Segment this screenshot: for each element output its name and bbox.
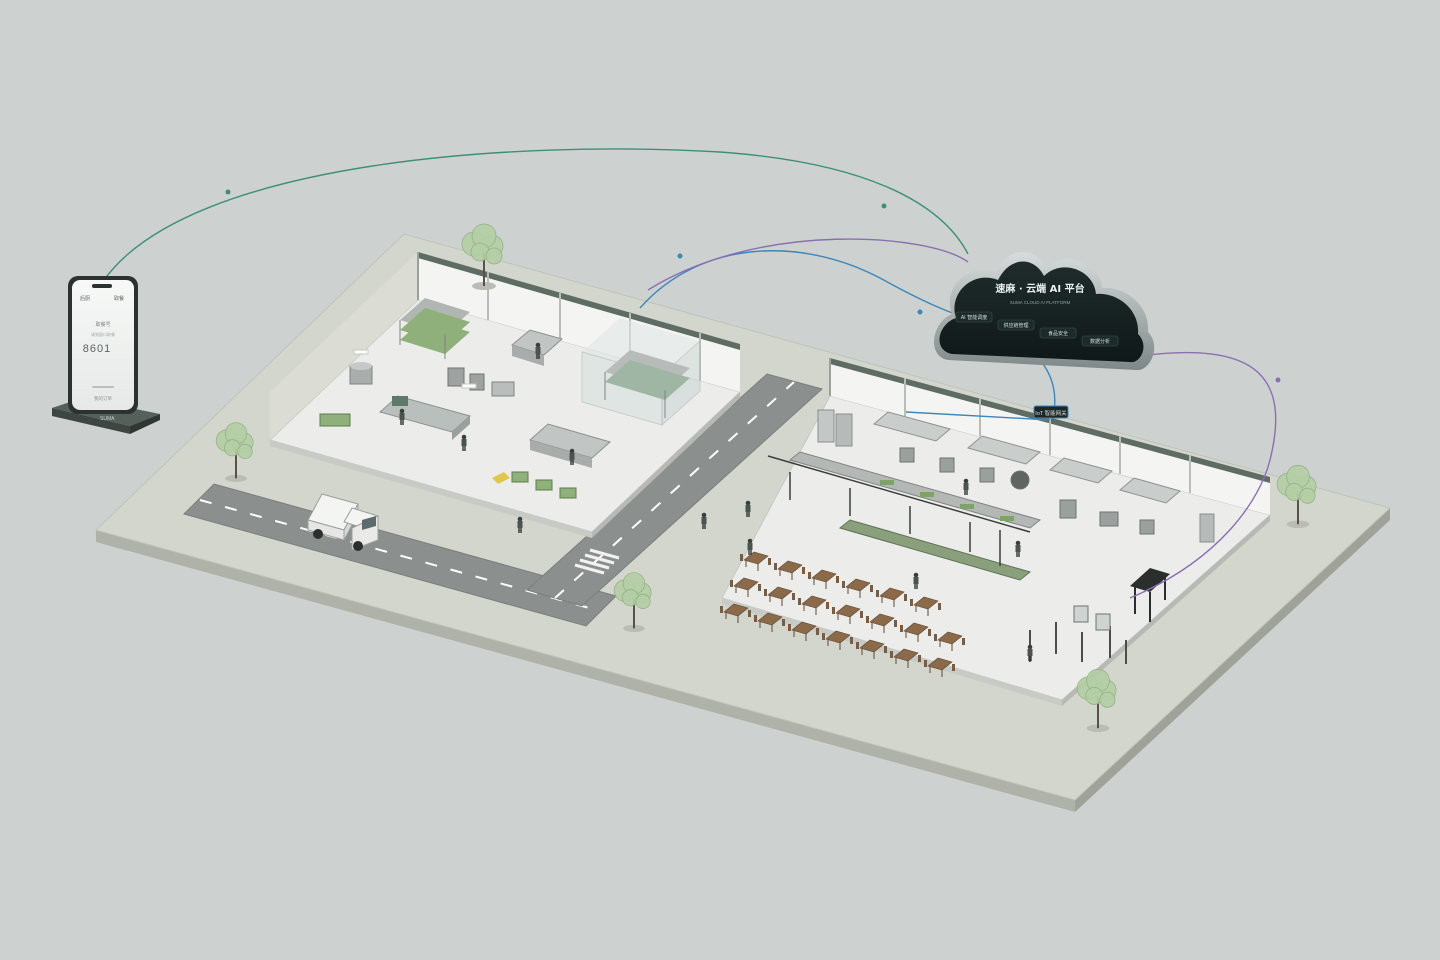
plant-shelf-icon	[399, 298, 470, 359]
cloud-title: 速麻 · 云端 AI 平台	[995, 282, 1084, 295]
tree-icon	[613, 572, 652, 633]
cloud-module-label: 供应链管理	[1003, 322, 1028, 329]
dining-table-icon	[720, 603, 751, 623]
link-phone-cloud	[103, 148, 969, 281]
dining-table-icon	[774, 560, 805, 580]
person-icon	[1027, 644, 1033, 661]
access-gate-icon[interactable]	[1130, 568, 1170, 622]
cloud-module-label: 食品安全	[1048, 330, 1068, 337]
person-icon	[745, 500, 751, 517]
central-kitchen-building[interactable]	[269, 252, 741, 538]
plant-shelf-icon	[604, 350, 690, 418]
dining-table-icon	[808, 569, 839, 589]
link-hub-stations	[905, 411, 1051, 421]
tree-icon	[1076, 668, 1117, 732]
kiosk[interactable]	[1073, 605, 1111, 631]
person-icon	[701, 512, 707, 529]
phone-sub-caption: 请到窗口取餐	[91, 331, 115, 337]
cooking-station	[899, 447, 1155, 535]
hub-label: IoT 智能网关	[1035, 409, 1067, 417]
delivery-truck-icon[interactable]	[307, 493, 379, 551]
person-icon	[569, 448, 575, 465]
dining-table-icon	[730, 577, 761, 597]
kitchen-hood	[872, 411, 1182, 504]
tree-icon	[461, 223, 504, 290]
phone-caption: 取餐号	[95, 321, 110, 328]
link-cloud-restaurant	[1129, 351, 1277, 599]
dining-table-icon	[924, 657, 955, 677]
person-icon	[1015, 540, 1021, 557]
cloud-module-label: 数据分析	[1090, 338, 1110, 345]
cloud-module-2[interactable]: 供应链管理	[997, 319, 1035, 331]
smartphone-icon[interactable]: SUMA 后厨 取餐 取餐号 请到窗口取餐 8601 我的订单	[52, 276, 160, 434]
cloud-subtitle: SUMA CLOUD AI PLATFORM	[1010, 300, 1071, 305]
phone-footer: 我的订单	[94, 395, 112, 402]
person-icon	[517, 516, 523, 533]
mixer-machine	[349, 362, 373, 385]
phone-order-number: 8601	[83, 343, 111, 355]
tree-icon	[215, 422, 254, 482]
person-icon	[461, 434, 467, 451]
packing-machine	[447, 367, 515, 397]
person-icon	[747, 538, 753, 555]
dining-table-icon	[900, 622, 931, 642]
dining-table-icon	[934, 631, 965, 651]
link-cloud-hub	[1039, 359, 1056, 411]
refrigerator	[817, 409, 1215, 543]
processing-line	[378, 395, 472, 440]
dining-table-icon	[856, 639, 887, 659]
dining-table-icon	[876, 587, 907, 607]
crosswalk	[574, 548, 620, 575]
dining-table-icon	[910, 596, 941, 616]
phone-stand-label: SUMA	[100, 416, 115, 422]
cloud-icon[interactable]: 速麻 · 云端 AI 平台 SUMA CLOUD AI PLATFORM AI …	[934, 251, 1155, 371]
dining-table-icon	[842, 578, 873, 598]
person-icon	[913, 572, 919, 589]
dining-table-icon	[754, 612, 785, 632]
link-kitchen-cloud-purple	[647, 238, 969, 291]
tree-icon	[1276, 464, 1317, 528]
dining-table-icon	[866, 613, 897, 633]
dining-table-icon	[764, 586, 795, 606]
food-trays	[880, 480, 1014, 521]
link-kitchen-cloud	[639, 250, 976, 321]
overhead-rail	[767, 455, 1031, 566]
phone-header-right: 取餐	[114, 295, 124, 302]
person-icon	[399, 408, 405, 425]
dining-table-icon	[890, 648, 921, 668]
phone-header-left: 后厨	[80, 295, 90, 302]
cloud-module-label: AI 智能调度	[961, 314, 988, 321]
steel-workbench	[510, 329, 564, 366]
dining-table-icon	[832, 604, 863, 624]
cloud-module-1[interactable]: AI 智能调度	[955, 311, 993, 323]
serving-line	[788, 451, 1042, 581]
person-icon	[535, 342, 541, 359]
dining-table-icon	[798, 595, 829, 615]
router-icon[interactable]: IoT 智能网关	[1033, 405, 1069, 419]
restaurant-building[interactable]	[720, 358, 1272, 706]
road-vertical	[525, 373, 824, 607]
cloud-module-4[interactable]: 数据分析	[1081, 335, 1119, 347]
dining-table-icon	[822, 630, 853, 650]
person-icon	[963, 478, 969, 495]
cloud-module-3[interactable]: 食品安全	[1039, 327, 1077, 339]
dining-area	[720, 551, 965, 677]
pallet-jack	[492, 472, 510, 484]
dining-table-icon	[788, 621, 819, 641]
connection-lines	[103, 148, 1281, 599]
plant-crate	[319, 413, 577, 499]
